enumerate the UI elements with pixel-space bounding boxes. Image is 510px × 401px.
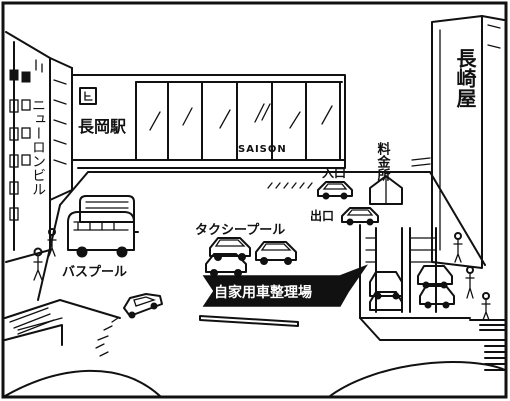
station-building xyxy=(71,67,346,169)
entrance-arrows xyxy=(267,181,353,200)
toll-booth xyxy=(369,157,431,205)
buses xyxy=(67,195,139,258)
exit-car xyxy=(341,207,379,226)
parking-banner-label: 自家用車整理場 xyxy=(214,284,312,301)
right-building xyxy=(431,15,505,269)
taxi-cars xyxy=(205,237,297,277)
toll-booth-label: 料金所 xyxy=(375,141,392,182)
people xyxy=(33,228,491,321)
entrance-label: 入口 xyxy=(322,166,346,180)
moving-car xyxy=(95,293,163,357)
saison-sign: SAISON xyxy=(238,144,287,155)
exit-label: 出口 xyxy=(310,208,334,223)
taxi-pool-label: タクシープール xyxy=(195,223,285,238)
parking-banner xyxy=(202,264,369,307)
bus-pool-label: バスプール xyxy=(62,265,127,280)
crosswalk-stripes xyxy=(9,307,506,371)
dept-store-sign: 長崎屋 xyxy=(453,48,477,109)
station-sign: 長岡駅 xyxy=(78,117,127,136)
left-building xyxy=(5,31,73,263)
parking-lot xyxy=(365,227,455,313)
left-building-sign: ニューロンビル xyxy=(30,98,46,196)
